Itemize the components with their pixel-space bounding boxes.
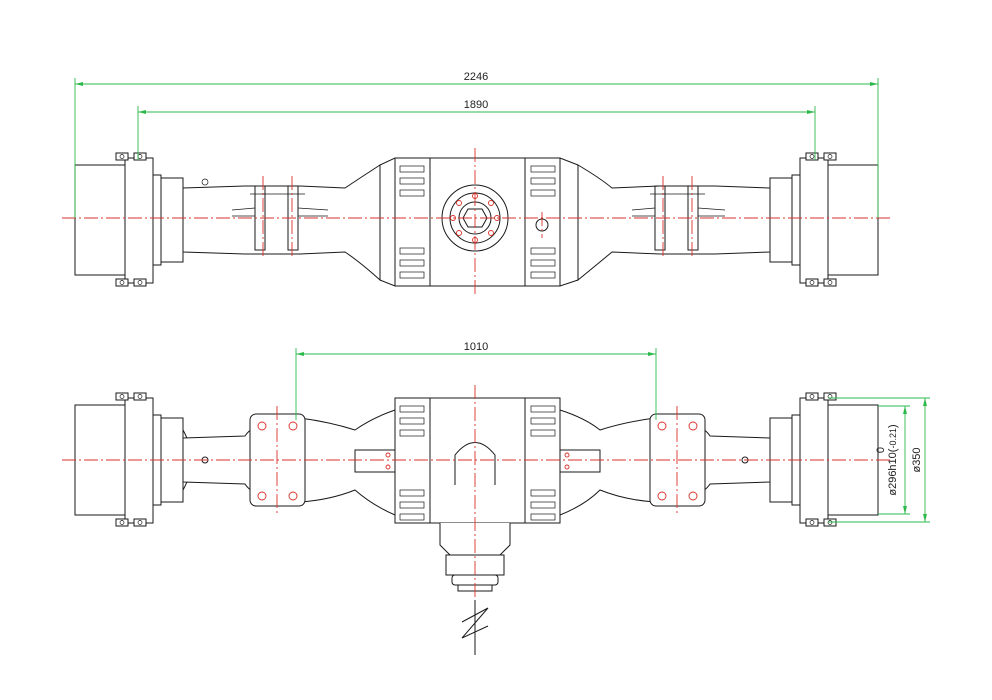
left-hub-bottom	[74, 392, 192, 527]
left-axle-tube-top	[182, 164, 381, 282]
left-hub-top	[74, 152, 192, 287]
svg-text:ø296h10(-0.21): ø296h10(-0.21)	[887, 424, 899, 495]
dimension-wheel-track: 1890	[137, 99, 816, 160]
dim-label-350: ø350	[911, 447, 923, 472]
right-axle-tube-top	[577, 164, 771, 282]
left-spring-seat-top	[201, 178, 329, 251]
dim-label-pilot-tol-lower: -0.21	[888, 428, 898, 449]
dimension-spring-centers: 1010	[295, 341, 657, 420]
center-housing-bottom	[394, 397, 561, 592]
dimension-overall-width: 2246	[74, 71, 879, 218]
dim-label-1890: 1890	[464, 99, 488, 111]
dim-label-2246: 2246	[464, 71, 488, 83]
zigzag-break-icon	[461, 600, 489, 655]
dim-label-1010: 1010	[464, 341, 488, 353]
dim-label-pilot-tol-upper: 0	[875, 447, 887, 453]
center-housing-top	[379, 157, 579, 287]
right-spring-plate	[559, 413, 749, 507]
bottom-view	[62, 385, 890, 655]
right-hub-top	[769, 152, 879, 287]
dimension-flange-diameters: ø296h10(-0.21) 0 ø350	[828, 397, 930, 523]
dim-label-pilot: ø296h10	[887, 452, 899, 495]
top-view	[62, 148, 890, 295]
right-hub-bottom	[769, 392, 879, 527]
